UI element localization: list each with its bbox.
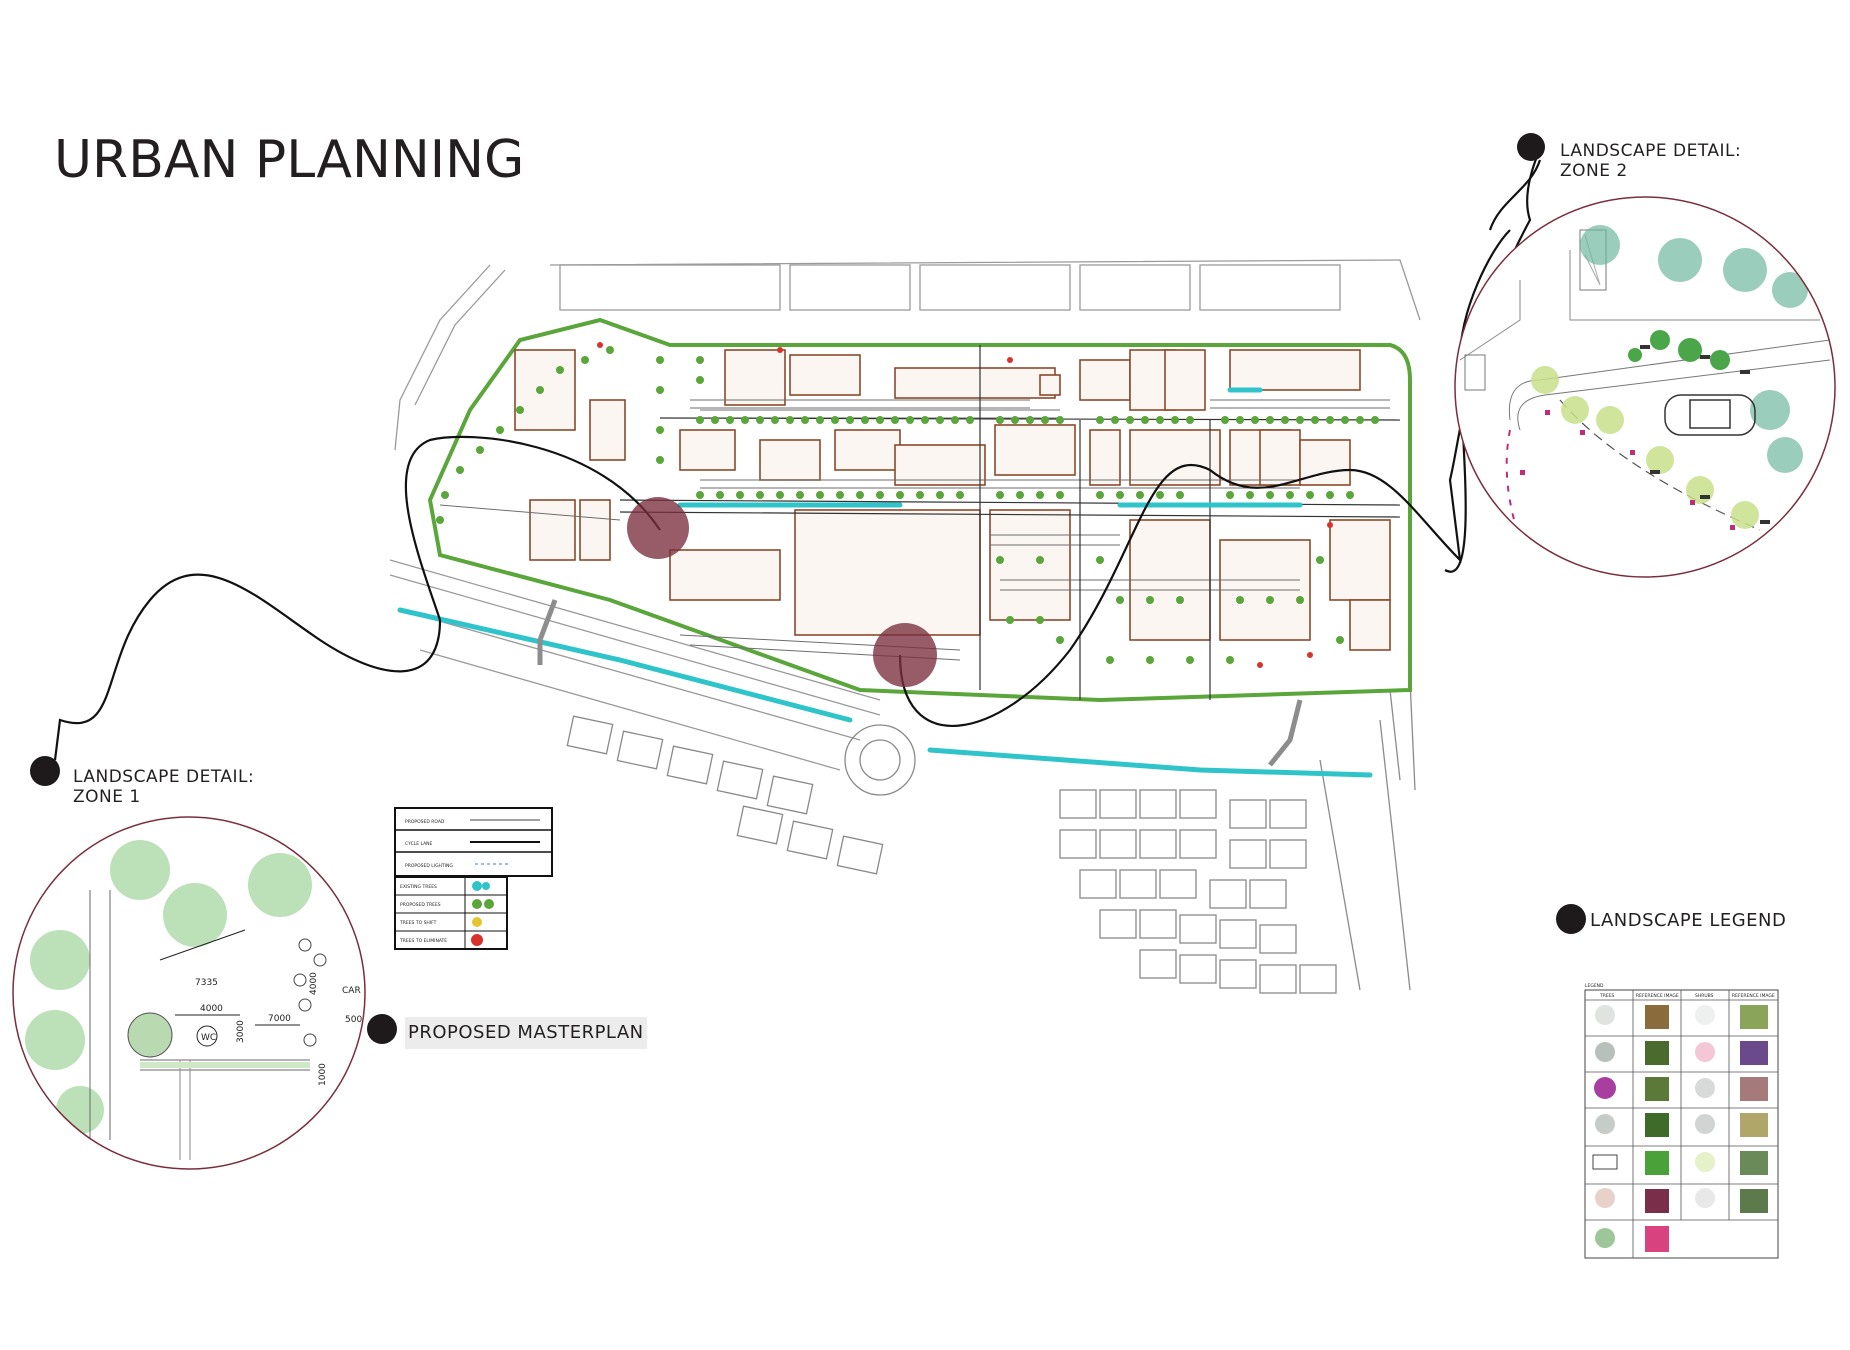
zone1-dim-4000-h: 4000 [200,1004,223,1014]
zone1-car: CAR [342,986,361,996]
zone1-wc: WC [201,1033,216,1043]
site-boundary [427,317,1412,703]
proposed-trees [436,346,1379,664]
legend-trees-to-eliminate: TREES TO ELIMINATE [399,938,447,944]
legend-col-trees: TREES [1599,993,1615,999]
zone2-marker-icon [1517,133,1545,161]
zone1-label: LANDSCAPE DETAIL: ZONE 1 [73,767,254,807]
zone1-label-line1: LANDSCAPE DETAIL: [73,767,255,787]
legend-proposed-road: PROPOSED ROAD [405,819,445,825]
building-footprints [514,349,1391,651]
zone2-label-line1: LANDSCAPE DETAIL: [1560,141,1742,161]
legend-proposed-trees: PROPOSED TREES [400,902,441,908]
legend-table-heading: LEGEND [1585,983,1604,989]
zone1-dim-1000: 1000 [318,1063,328,1086]
landscape-legend-label: LANDSCAPE LEGEND [1590,910,1787,931]
pedestrian-paths [537,599,1303,767]
zone1-marker-icon [30,756,60,786]
proposed-masterplan-label: PROPOSED MASTERPLAN [405,1017,647,1049]
legend-proposed-lighting: PROPOSED LIGHTING [405,863,453,869]
zone1-label-line2: ZONE 1 [73,787,141,807]
zone2-label-line2: ZONE 2 [1560,161,1628,181]
legend-col-ref2: REFERENCE IMAGE [1732,993,1775,999]
context-lines [389,259,1421,994]
zone2-label: LANDSCAPE DETAIL: ZONE 2 [1560,141,1741,181]
zone1-dim-7000: 7000 [268,1014,291,1024]
legend-marker-icon [1556,904,1586,934]
masterplan-marker-icon [367,1014,397,1044]
zone1-frame [12,816,366,1170]
zone1-dim-7335: 7335 [195,978,218,988]
map-legend: PROPOSED ROAD CYCLE LANE PROPOSED LIGHTI… [394,807,553,950]
legend-cycle-lane: CYCLE LANE [405,841,433,847]
existing-trees [397,387,1373,778]
zone2-frame [1454,196,1836,578]
zone1-dim-3000: 3000 [236,1020,246,1043]
zone-highlights [627,497,937,687]
zone1-detail: WC 7335 4000 7000 4000 3000 1000 500 CAR [13,817,365,1169]
legend-existing-trees: EXISTING TREES [400,884,437,890]
trees-to-eliminate [597,342,1333,668]
legend-trees-to-shift: TREES TO SHIFT [399,920,437,926]
legend-col-shrubs: SHRUBS [1695,993,1714,999]
legend-col-ref1: REFERENCE IMAGE [1636,993,1679,999]
landscape-legend-table: LEGEND TREES REFERENCE IMAGE SHRUBS REFE… [1584,983,1779,1259]
zone1-dim-4000-v: 4000 [309,972,319,995]
zone2-detail [1455,197,1835,577]
page-title: URBAN PLANNING [54,130,525,190]
zone1-dim-500: 500 [345,1015,362,1025]
